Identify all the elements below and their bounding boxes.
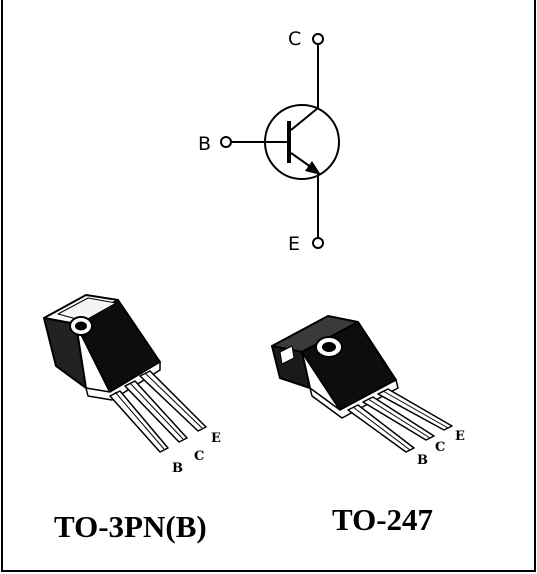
base-terminal — [220, 136, 232, 148]
to3pn-package-drawing — [43, 294, 207, 453]
to247-package-drawing — [271, 315, 453, 453]
collector-label: C — [288, 28, 301, 50]
to247-pin-e: E — [455, 429, 465, 444]
emitter-terminal — [312, 237, 324, 249]
to247-package-label: TO-247 — [332, 502, 434, 537]
to247-pin-c: C — [435, 440, 445, 455]
emitter-arrow-icon — [305, 161, 321, 175]
to247-pin-b: B — [417, 453, 428, 468]
to3pn-pin-e: E — [211, 431, 221, 446]
collector-terminal — [312, 33, 324, 45]
emitter-label: E — [288, 233, 300, 255]
to3pn-pin-c: C — [194, 449, 204, 464]
base-label: B — [198, 133, 211, 155]
to3pn-pin-b: B — [172, 461, 183, 476]
to3pn-package-label: TO-3PN(B) — [54, 509, 207, 544]
npn-transistor-symbol — [232, 45, 340, 238]
